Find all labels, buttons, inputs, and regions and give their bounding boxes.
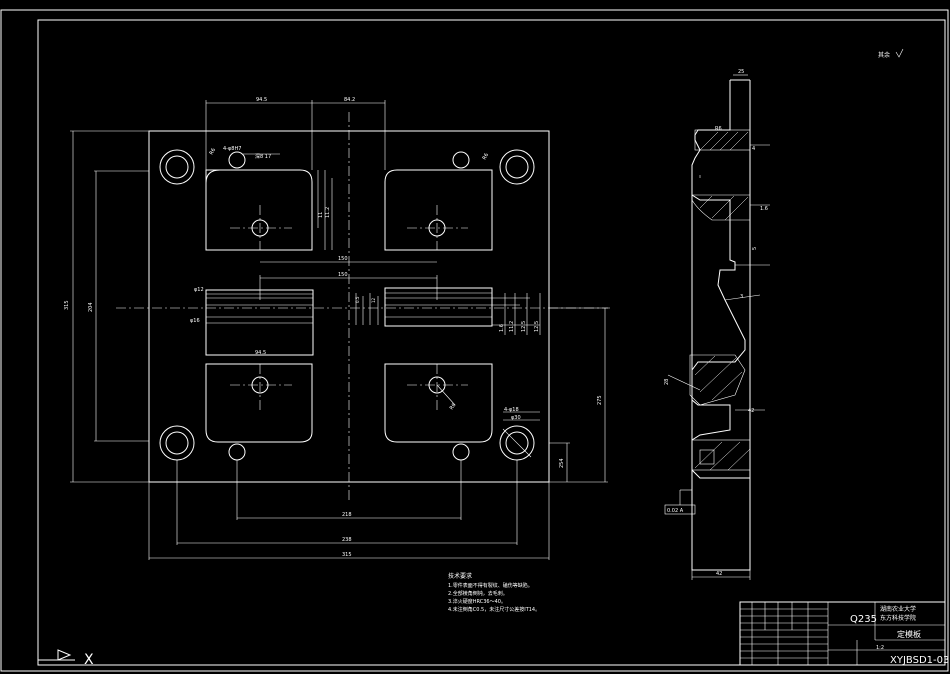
dim-right-v1: 275 (597, 395, 603, 405)
title-scale: 1:2 (876, 645, 884, 651)
note-line-4: 4.未注倒角C0.5，未注尺寸公差按IT14。 (448, 606, 540, 613)
title-material: Q235 (850, 614, 877, 625)
dim-pocket-v2: 11.2 (325, 207, 331, 218)
dim-top-d1: 94.5 (256, 97, 267, 103)
dim-phi-right: 4-φ18 (504, 407, 519, 413)
side-dim-4: 3 (740, 294, 743, 300)
axis-x-label: X (84, 652, 94, 668)
dim-pocket-v1: 11 (318, 212, 324, 218)
screw-hole-tr (452, 151, 470, 169)
runner-left (205, 289, 314, 356)
side-dim-1: 4 (752, 146, 755, 152)
note-line-2: 2.全部棱角倒钝，去毛刺。 (448, 590, 508, 597)
cavity-pocket-bl (205, 363, 313, 443)
tolerance-frame-text: 0.02 A (667, 508, 684, 514)
side-dim-2: 1.6 (760, 206, 768, 212)
front-view: 315 204 (64, 97, 610, 560)
dim-runner-phi16: φ16 (190, 318, 200, 324)
dim-150-lower: 150 (338, 272, 348, 278)
cavity-pocket-br (384, 363, 493, 443)
corner-hole-top-left (159, 149, 195, 185)
roughness-note: 其余 (878, 51, 890, 59)
screw-hole-tl (228, 151, 246, 169)
dim-150-upper: 150 (338, 256, 348, 262)
side-dim-top: 25 (738, 69, 744, 75)
dim-top-d2: 84.2 (344, 97, 355, 103)
dim-small-a: 0.5 (355, 296, 360, 303)
ucs-axis-icon: X (38, 649, 94, 668)
notes-title: 技术要求 (448, 572, 472, 580)
corner-hole-top-right (499, 149, 535, 185)
dim-hole-label: 4-φ8H7 (223, 146, 241, 152)
dim-left-inner: 204 (88, 302, 94, 312)
side-dim-7: R6 (715, 126, 722, 132)
side-dim-3: 5 (752, 247, 758, 250)
cavity-pocket-tl (205, 169, 313, 251)
dim-bottom-3: 315 (342, 552, 352, 558)
side-hatch-3 (689, 354, 746, 406)
dim-mid-v2: 11.2 (509, 321, 515, 332)
title-school-1: 湖南农业大学 (880, 605, 916, 613)
dim-bottom-2: 238 (342, 537, 352, 543)
title-block: Q235 湖南农业大学 东方科技学院 定模板 XYJBSD1-03 1:2 (739, 601, 949, 666)
dim-bottom-1: 218 (342, 512, 352, 518)
dim-runner-phi12: φ12 (194, 287, 204, 293)
side-profile (691, 80, 751, 571)
note-line-1: 1.零件表面不得有裂纹、磕伤等缺陷。 (448, 582, 533, 589)
dim-phi-right2: φ30 (511, 415, 521, 421)
dim-mid-v1: 1.6 (499, 324, 505, 332)
screw-hole-br (452, 443, 470, 461)
dim-mid-v3: 12.5 (521, 321, 527, 332)
cavity-pocket-tr (384, 169, 493, 251)
corner-hole-bottom-left (159, 425, 195, 461)
title-part-name: 定模板 (897, 629, 921, 639)
dim-small-b: 12 (371, 297, 376, 303)
side-dim-6: 42 (748, 408, 754, 414)
inner-drawing-frame (37, 19, 946, 666)
outer-sheet-border (0, 9, 949, 672)
corner-hole-bottom-right (499, 425, 535, 461)
side-section-view: 25 (664, 69, 770, 580)
side-hatch-4 (691, 439, 751, 471)
dim-mid-v4: 12.5 (534, 321, 540, 332)
side-hatch-2 (691, 194, 751, 221)
screw-hole-bl (228, 443, 246, 461)
side-hatch-1 (694, 129, 751, 151)
side-dim-bottom: 42 (716, 571, 722, 577)
dim-r-top-left: R6 (209, 147, 218, 156)
title-school-2: 东方科技学院 (880, 614, 916, 622)
dim-hole-depth: 深8 17 (255, 153, 271, 160)
runner-right (384, 287, 493, 327)
title-drawing-no: XYJBSD1-03 (890, 655, 949, 666)
dim-r-top-right: R6 (482, 152, 491, 161)
dim-runner-label: 94.5 (255, 350, 266, 356)
technical-notes: 技术要求 1.零件表面不得有裂纹、磕伤等缺陷。 2.全部棱角倒钝，去毛刺。 3.… (448, 572, 540, 613)
dim-left-outer: 315 (64, 300, 70, 310)
side-dim-5: 28 (664, 379, 670, 385)
dim-slot-r: R6 (449, 402, 458, 411)
dim-right-v2: 254 (559, 458, 565, 468)
roughness-symbol-icon (895, 48, 904, 58)
note-line-3: 3.淬火硬度HRC36～40。 (448, 598, 506, 605)
tolerance-frame (664, 504, 696, 515)
